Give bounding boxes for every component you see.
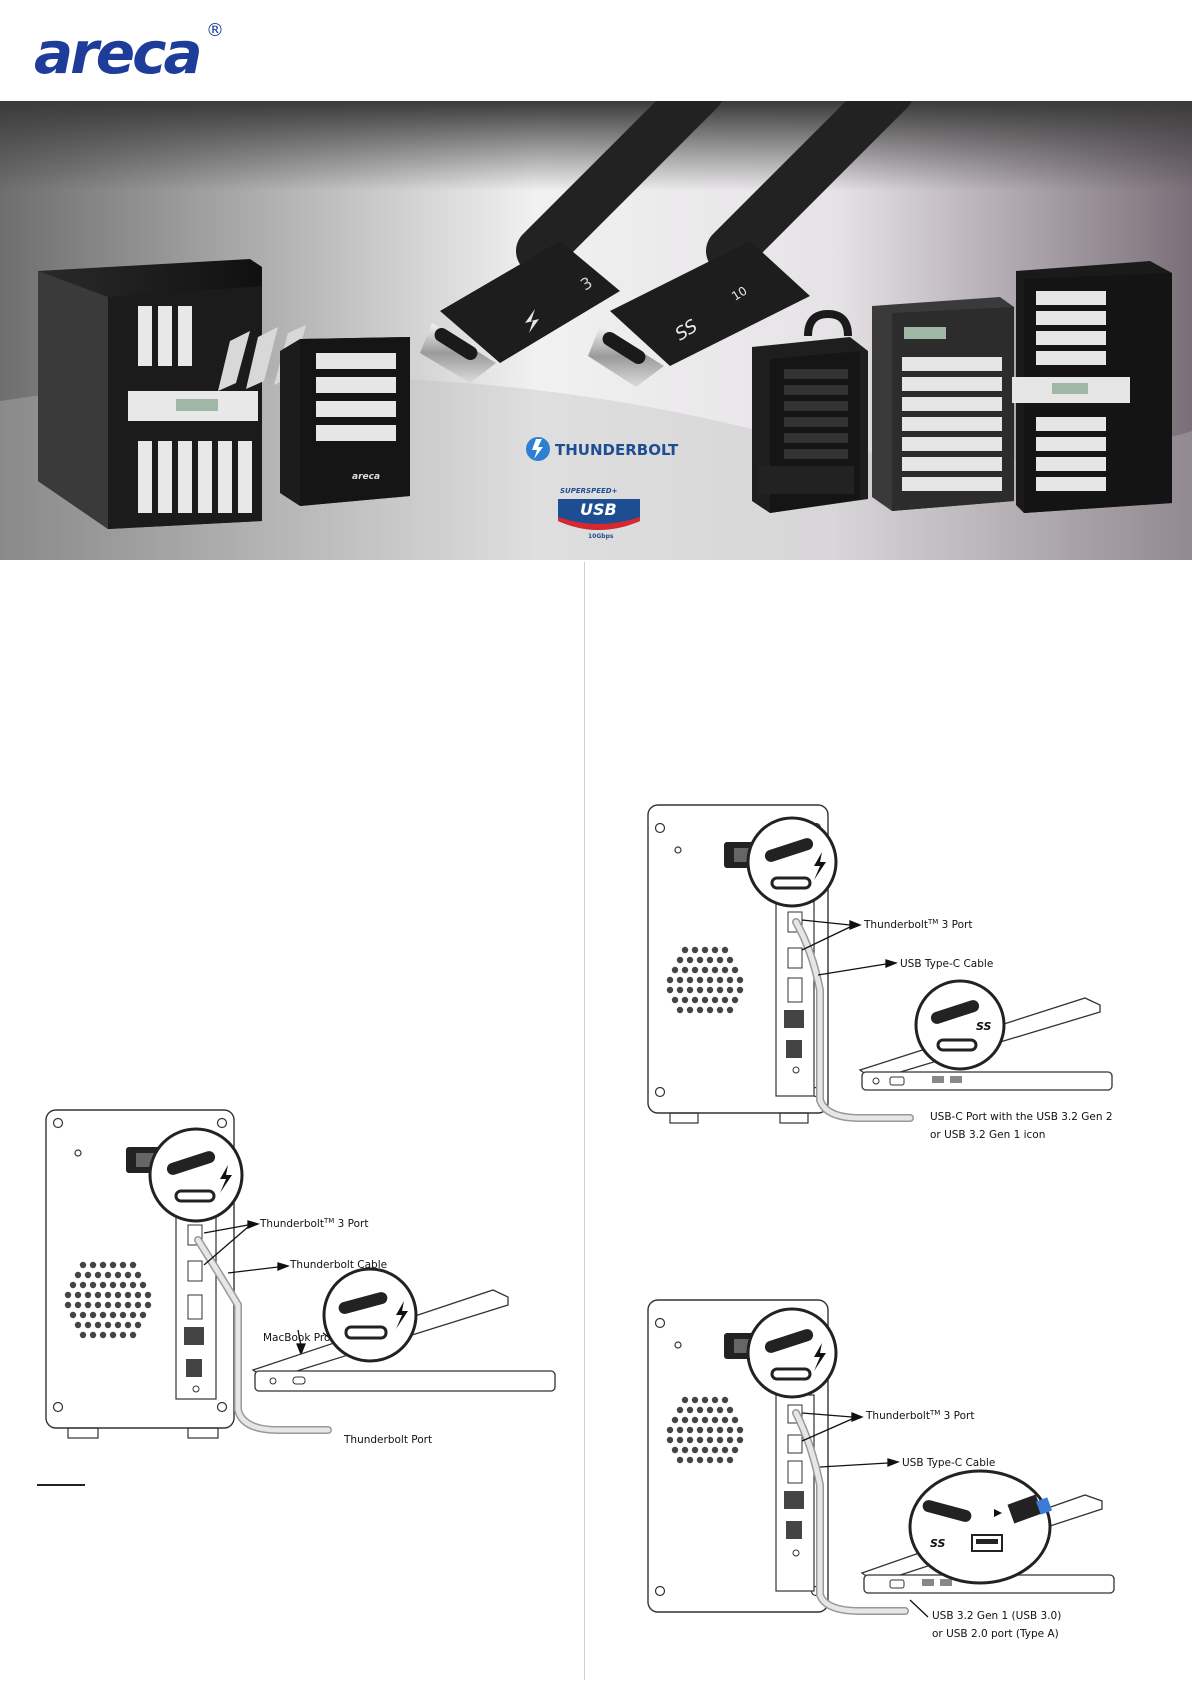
thunderbolt-host-port bbox=[292, 1376, 306, 1385]
thunderbolt-port-1 bbox=[787, 911, 803, 933]
thunderbolt-icon bbox=[220, 1165, 232, 1193]
esata-port bbox=[786, 1040, 802, 1058]
label-usb-a-port-line1: USB 3.2 Gen 1 (USB 3.0) bbox=[932, 1610, 1061, 1622]
label-thunderbolt-3-port: ThunderboltTM 3 Port bbox=[865, 1409, 974, 1422]
superspeed-icon: SS bbox=[976, 1020, 992, 1033]
diagram-usb-a-host: SS ThunderboltTM 3 Port USB Type-C Cable… bbox=[640, 1295, 1120, 1645]
enclosure-8bay-middle bbox=[872, 297, 1014, 511]
fan-grille bbox=[666, 946, 744, 1014]
esata-port bbox=[786, 1521, 802, 1539]
thunderbolt-icon bbox=[814, 1343, 826, 1371]
hero-banner: areca 3 SS 10 THUNDERBOLT SUPERSPEE bbox=[0, 101, 1192, 560]
thunderbolt-logo-icon bbox=[532, 439, 543, 459]
note-underline bbox=[37, 1484, 85, 1486]
enclosure-handle bbox=[752, 309, 868, 513]
thunderbolt-icon bbox=[814, 852, 826, 880]
superspeed-icon: SS bbox=[930, 1537, 946, 1550]
thunderbolt-port-1 bbox=[787, 1404, 803, 1424]
label-usb-type-c-cable: USB Type-C Cable bbox=[902, 1457, 995, 1469]
label-arrows bbox=[801, 919, 933, 1061]
registered-mark: ® bbox=[206, 20, 224, 41]
displayport bbox=[787, 1460, 803, 1484]
label-usb-c-port-line1: USB-C Port with the USB 3.2 Gen 2 bbox=[930, 1111, 1113, 1123]
ethernet-port bbox=[784, 1010, 804, 1028]
thunderbolt-icon bbox=[396, 1301, 408, 1329]
usb-c-host-port bbox=[932, 1076, 944, 1083]
enclosure-8bay-left bbox=[38, 259, 306, 529]
reset-button bbox=[192, 1385, 200, 1393]
reset-button bbox=[792, 1066, 800, 1074]
reset-button bbox=[792, 1549, 800, 1557]
diagram-usb-c-host: SS ThunderboltTM 3 Port USB Type-C Cable… bbox=[640, 800, 1120, 1150]
enclosure-8bay-right bbox=[1012, 261, 1172, 513]
label-usb-c-port-line2: or USB 3.2 Gen 1 icon bbox=[930, 1129, 1045, 1141]
usb-adapter-magnifier: SS bbox=[908, 1469, 1053, 1585]
usb-superspeed-badge: SUPERSPEED+ USB 10Gbps bbox=[558, 487, 640, 540]
thunderbolt-port-2 bbox=[787, 1434, 803, 1454]
label-usb-a-port-line2: or USB 2.0 port (Type A) bbox=[932, 1628, 1059, 1640]
usb-badge-top: SUPERSPEED+ bbox=[560, 487, 618, 495]
usb-c-connector-magnifier: SS bbox=[914, 979, 1006, 1071]
thunderbolt-connector-magnifier bbox=[746, 1307, 838, 1399]
displayport bbox=[187, 1294, 203, 1320]
label-thunderbolt-3-port: ThunderboltTM 3 Port bbox=[863, 918, 972, 931]
thunderbolt-port-2 bbox=[787, 947, 803, 969]
usb-c-cable: SS 10 bbox=[588, 101, 912, 387]
label-thunderbolt-cable: Thunderbolt Cable bbox=[289, 1259, 387, 1271]
areca-logo: areca ® bbox=[34, 20, 234, 90]
fan-grille bbox=[666, 1396, 744, 1464]
thunderbolt-badge-text: THUNDERBOLT bbox=[555, 441, 679, 459]
label-arrows bbox=[801, 1412, 929, 1618]
thunderbolt-port-1 bbox=[187, 1224, 203, 1246]
logo-wordmark: areca bbox=[34, 19, 203, 87]
column-divider bbox=[584, 562, 585, 1680]
label-usb-type-c-cable: USB Type-C Cable bbox=[900, 958, 993, 970]
cable-right-number: 10 bbox=[729, 284, 749, 304]
fan-grille bbox=[56, 1249, 160, 1353]
usb-badge-main: USB bbox=[580, 500, 617, 519]
usb-badge-bottom: 10Gbps bbox=[588, 533, 614, 540]
usb-a-host-port bbox=[922, 1579, 934, 1586]
usb-a-port-closeup bbox=[971, 1534, 1003, 1552]
displayport bbox=[787, 977, 803, 1003]
thunderbolt-port-2 bbox=[187, 1260, 203, 1282]
label-macbook-pro: MacBook Pro bbox=[263, 1332, 330, 1344]
thunderbolt-badge: THUNDERBOLT bbox=[526, 437, 679, 461]
esata-port bbox=[186, 1359, 202, 1377]
thunderbolt-connector-magnifier bbox=[746, 816, 838, 908]
thunderbolt-cable: 3 bbox=[420, 101, 722, 383]
usb-c-to-a-adapter bbox=[1007, 1494, 1043, 1524]
device-brand-label: areca bbox=[352, 472, 380, 482]
hero-illustration: areca 3 SS 10 THUNDERBOLT SUPERSPEE bbox=[0, 101, 1192, 560]
laptop-connector-magnifier bbox=[322, 1267, 418, 1363]
label-thunderbolt-3-port: ThunderboltTM 3 Port bbox=[259, 1217, 368, 1230]
thunderbolt-icon bbox=[525, 309, 539, 333]
enclosure-4bay-small: areca bbox=[280, 337, 410, 506]
label-thunderbolt-host-port: Thunderbolt Port bbox=[343, 1434, 432, 1446]
ethernet-port bbox=[184, 1327, 204, 1345]
io-panel bbox=[775, 899, 815, 1097]
thunderbolt-connector-magnifier bbox=[148, 1127, 244, 1223]
diagram-macbook-thunderbolt: ThunderboltTM 3 Port Thunderbolt Cable M… bbox=[38, 1105, 558, 1455]
ethernet-port bbox=[784, 1491, 804, 1509]
